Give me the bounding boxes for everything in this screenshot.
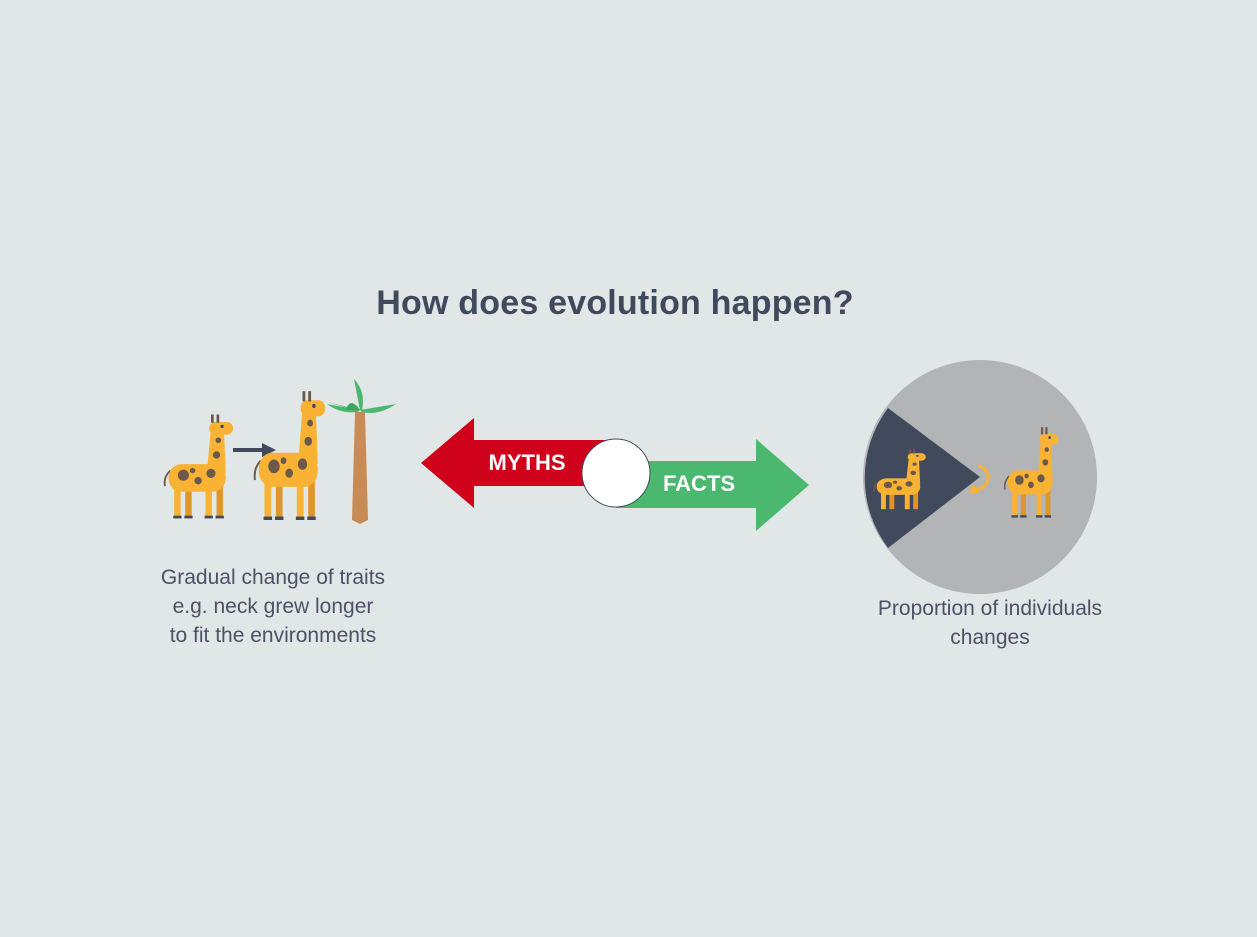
left-caption: Gradual change of traits e.g. neck grew … [118, 563, 428, 650]
left-caption-line: e.g. neck grew longer [172, 595, 374, 618]
refresh-icon [970, 464, 990, 494]
facts-arrow: FACTS [616, 439, 809, 531]
myths-label: MYTHS [489, 450, 566, 475]
proportion-pie [863, 360, 1097, 594]
right-caption: Proportion of individuals changes [840, 594, 1140, 652]
small-giraffe-icon [163, 413, 235, 520]
palm-tree-icon [327, 379, 396, 524]
right-caption-line: changes [950, 626, 1030, 649]
left-caption-line: to fit the environments [169, 624, 377, 647]
tall-giraffe-icon [253, 390, 327, 522]
arrow-junction-circle [581, 438, 651, 508]
pie-wedge [864, 408, 980, 548]
left-caption-line: Gradual change of traits [160, 566, 386, 589]
myths-arrow: MYTHS [421, 418, 616, 508]
page-title: How does evolution happen? [376, 284, 854, 322]
right-caption-line: Proportion of individuals [877, 597, 1103, 620]
facts-label: FACTS [663, 471, 735, 496]
arrow-right-icon [233, 443, 276, 457]
